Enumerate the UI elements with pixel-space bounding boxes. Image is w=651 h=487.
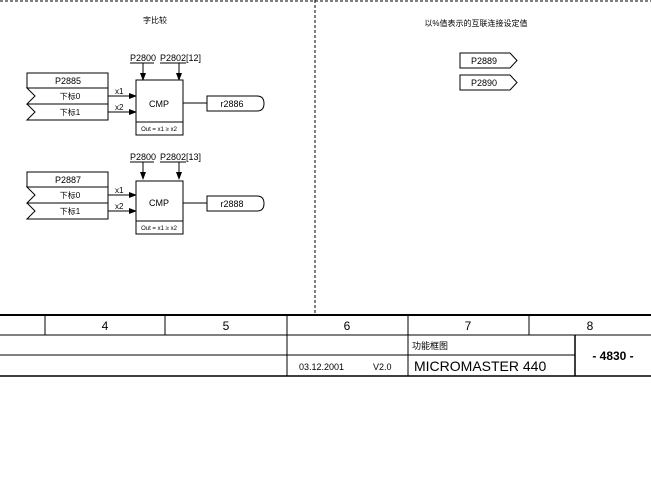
cmp-box xyxy=(135,79,184,136)
column-number: 6 xyxy=(344,319,351,333)
top-param2-label: P2802[13] xyxy=(160,152,201,162)
formula-label: Out = x1 ≥ x2 xyxy=(141,226,177,232)
product-label: MICROMASTER 440 xyxy=(414,358,546,374)
index0-label: 下标0 xyxy=(60,190,81,200)
x2-label: x2 xyxy=(115,202,124,211)
column-number: 5 xyxy=(223,319,230,333)
top-param1-label: P2800 xyxy=(130,152,156,162)
title-block: 4 5 6 7 8 功能框图 03.12.2001 V2.0 MICROMAST… xyxy=(0,314,651,377)
cmp-box xyxy=(135,180,184,235)
param-label: P2887 xyxy=(55,175,81,185)
index1-label: 下标1 xyxy=(60,206,81,216)
param-label: P2885 xyxy=(55,76,81,86)
compare-block-2: P2887 下标0 下标1 x1 x2 P2800 P2802[13] CMP … xyxy=(25,152,265,235)
page-number: - 4830 - xyxy=(592,349,633,363)
output-connector xyxy=(206,95,265,112)
diagram-type-label: 功能框图 xyxy=(412,340,448,351)
output-label: r2886 xyxy=(220,99,243,109)
date-label: 03.12.2001 xyxy=(299,362,344,372)
index1-label: 下标1 xyxy=(60,107,81,117)
connector-p2889 xyxy=(459,52,518,69)
index-rows xyxy=(25,87,109,121)
connector-p2890 xyxy=(459,74,518,91)
x1-label: x1 xyxy=(115,186,124,195)
column-number: 7 xyxy=(465,319,472,333)
cmp-label: CMP xyxy=(149,198,169,208)
connector-label: P2890 xyxy=(471,78,497,88)
output-label: r2888 xyxy=(220,199,243,209)
index-rows xyxy=(25,186,109,220)
x2-label: x2 xyxy=(115,103,124,112)
connector-label: P2889 xyxy=(471,56,497,66)
cmp-label: CMP xyxy=(149,99,169,109)
column-number: 8 xyxy=(587,319,594,333)
right-section-title: 以%值表示的互联连接设定值 xyxy=(424,18,527,28)
left-section-title: 字比较 xyxy=(143,15,167,25)
compare-block-1: P2885 下标0 下标1 x1 x2 P2800 P2802[12] CMP … xyxy=(25,53,265,136)
formula-label: Out = x1 ≥ x2 xyxy=(141,127,177,133)
top-param2-label: P2802[12] xyxy=(160,53,201,63)
column-number: 4 xyxy=(102,319,109,333)
index0-label: 下标0 xyxy=(60,91,81,101)
version-label: V2.0 xyxy=(373,362,392,372)
output-connector xyxy=(206,195,265,212)
top-param1-label: P2800 xyxy=(130,53,156,63)
x1-label: x1 xyxy=(115,87,124,96)
